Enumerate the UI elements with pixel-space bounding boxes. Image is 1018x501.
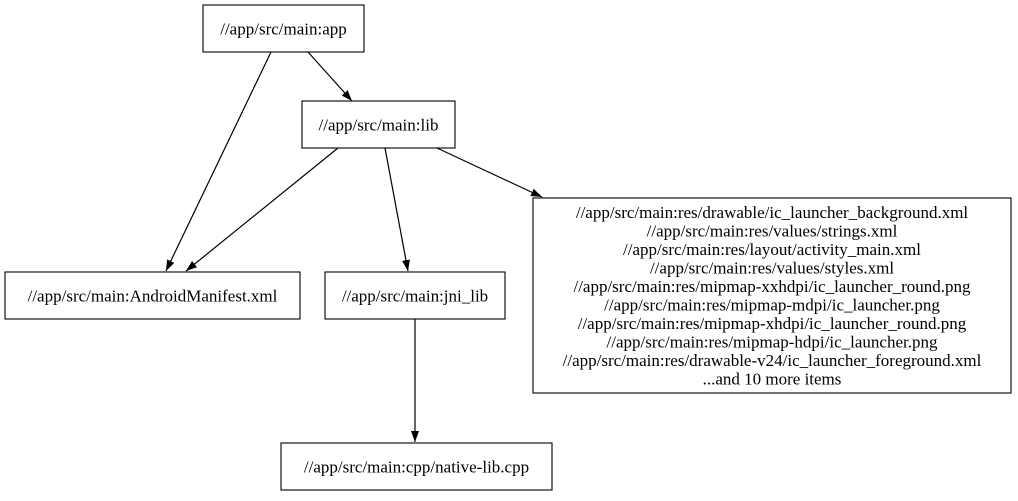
node-res-group: //app/src/main:res/drawable/ic_launcher_… — [532, 197, 1012, 394]
node-androidmanifest-box — [4, 271, 301, 320]
edge-lib-to-androidmanifest — [185, 147, 339, 272]
node-res-group-line: //app/src/main:res/layout/activity_main.… — [623, 240, 921, 259]
edge-app-to-androidmanifest — [165, 51, 272, 272]
node-app-box — [202, 4, 365, 53]
node-res-group-line: //app/src/main:res/mipmap-xhdpi/ic_launc… — [578, 314, 967, 333]
node-app: //app/src/main:app — [202, 4, 365, 53]
node-androidmanifest-label: //app/src/main:AndroidManifest.xml — [28, 287, 278, 306]
node-res-group-line: //app/src/main:res/mipmap-mdpi/ic_launch… — [604, 296, 940, 315]
node-jni-lib: //app/src/main:jni_lib — [324, 271, 506, 320]
node-jni-lib-box — [324, 271, 506, 320]
node-lib: //app/src/main:lib — [301, 100, 456, 149]
node-lib-label: //app/src/main:lib — [319, 116, 439, 135]
node-androidmanifest: //app/src/main:AndroidManifest.xml — [4, 271, 301, 320]
edge-lib-to-res-group — [436, 147, 543, 198]
node-res-group-box — [532, 197, 1012, 394]
node-app-label: //app/src/main:app — [220, 20, 347, 39]
node-res-group-line: //app/src/main:res/values/styles.xml — [650, 259, 894, 278]
node-native-lib-cpp: //app/src/main:cpp/native-lib.cpp — [280, 442, 553, 491]
node-res-group-line: //app/src/main:res/values/strings.xml — [647, 222, 898, 241]
node-res-group-line: //app/src/main:res/drawable-v24/ic_launc… — [563, 351, 982, 370]
node-native-lib-cpp-box — [280, 442, 553, 491]
node-res-group-line: //app/src/main:res/mipmap-hdpi/ic_launch… — [607, 333, 938, 352]
node-res-group-line: //app/src/main:res/mipmap-xxhdpi/ic_laun… — [573, 277, 971, 296]
edge-app-to-lib — [307, 51, 353, 102]
edges — [165, 51, 543, 442]
node-lib-box — [301, 100, 456, 149]
node-jni-lib-label: //app/src/main:jni_lib — [342, 287, 488, 306]
node-native-lib-cpp-label: //app/src/main:cpp/native-lib.cpp — [304, 458, 529, 477]
edge-lib-to-jni-lib — [384, 147, 410, 272]
node-res-group-line: //app/src/main:res/drawable/ic_launcher_… — [576, 203, 969, 222]
node-res-group-more-items: ...and 10 more items — [703, 370, 842, 389]
